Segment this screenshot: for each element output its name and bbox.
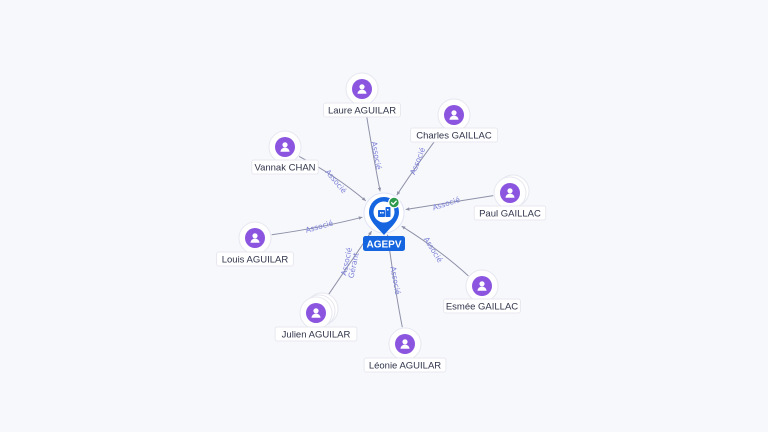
person-name-box	[410, 127, 498, 143]
edge-laure-aguilar: Associé	[364, 105, 384, 192]
edge-label: Associé	[323, 168, 348, 196]
edge-label: Associé	[389, 266, 403, 296]
edge-louis-aguilar: Associé	[271, 216, 363, 236]
person-icon	[280, 142, 290, 152]
person-name: Paul GAILLAC	[479, 209, 541, 220]
person-icon	[477, 281, 487, 291]
person-name-box	[323, 102, 401, 118]
edge-label: Associé	[304, 218, 334, 235]
person-node-leonie-aguilar[interactable]: Léonie AGUILAR	[363, 327, 447, 373]
edge-arrow	[361, 197, 366, 201]
company-label: AGEPV	[366, 240, 401, 251]
edge-esmee-gaillac: Associé	[401, 225, 469, 277]
person-node-julien-aguilar[interactable]: Julien AGUILAR	[274, 292, 358, 342]
person-name: Julien AGUILAR	[282, 330, 351, 341]
person-node-charles-gaillac[interactable]: Charles GAILLAC	[410, 98, 498, 143]
building-icon	[378, 207, 391, 217]
person-name-box	[473, 205, 547, 221]
check-icon	[388, 196, 400, 209]
edge-line	[401, 225, 469, 277]
person-name: Esmée GAILLAC	[446, 302, 518, 313]
person-name-box	[216, 251, 294, 267]
person-name-box	[251, 159, 319, 175]
edge-label: Associé	[431, 195, 461, 212]
person-name: Vannak CHAN	[254, 163, 315, 174]
person-node-laure-aguilar[interactable]: Laure AGUILAR	[323, 72, 401, 118]
person-name: Léonie AGUILAR	[369, 361, 441, 372]
company-node[interactable]: AGEPV	[363, 192, 405, 251]
person-name: Louis AGUILAR	[222, 255, 289, 266]
edge-arrow	[377, 187, 382, 192]
person-node-paul-gaillac[interactable]: Paul GAILLAC	[473, 174, 547, 221]
person-icon	[250, 233, 260, 243]
edge-arrow	[401, 226, 406, 230]
nodes-layer: Laure AGUILAR Charles GAILLAC Vannak CHAN P…	[216, 72, 547, 373]
edge-label: Associé	[422, 235, 445, 264]
person-icon	[449, 110, 459, 120]
person-icon	[357, 84, 367, 94]
edge-arrow	[405, 207, 410, 211]
person-node-louis-aguilar[interactable]: Louis AGUILAR	[216, 221, 294, 267]
person-icon	[400, 339, 410, 349]
person-icon	[311, 308, 321, 318]
person-icon	[505, 188, 515, 198]
edge-arrow	[358, 216, 363, 220]
edge-arrow	[368, 231, 372, 236]
person-name-box	[443, 298, 521, 314]
person-name-box	[363, 357, 447, 373]
edge-arrow	[396, 191, 401, 196]
person-name: Charles GAILLAC	[416, 131, 492, 142]
edge-label: Associé	[408, 146, 427, 176]
edge-label: Associé	[370, 141, 384, 171]
person-name: Laure AGUILAR	[328, 106, 396, 117]
person-node-vannak-chan[interactable]: Vannak CHAN	[251, 130, 319, 175]
edge-line	[271, 216, 363, 236]
company-label-box	[363, 236, 405, 251]
person-node-esmee-gaillac[interactable]: Esmée GAILLAC	[443, 269, 521, 314]
person-name-box	[274, 326, 358, 342]
edge-line	[405, 195, 494, 211]
